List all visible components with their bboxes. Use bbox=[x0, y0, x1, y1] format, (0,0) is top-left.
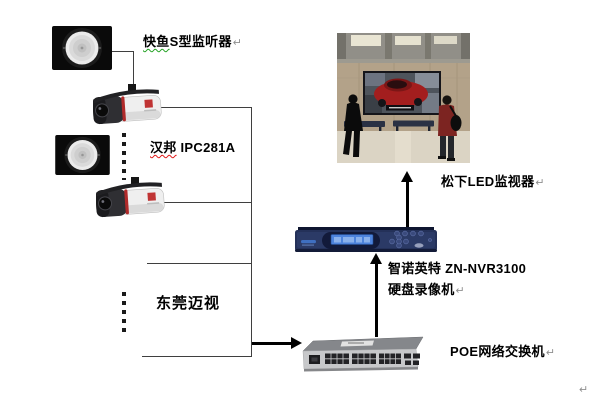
label-switch-text: POE网络交换机 bbox=[450, 344, 545, 359]
network-switch-icon bbox=[302, 336, 424, 372]
stray-return-mark: ↵ bbox=[578, 382, 589, 397]
return-mark: ↵ bbox=[232, 37, 243, 49]
bullet-camera-icon bbox=[95, 177, 165, 218]
label-camera-model: IPC281A bbox=[176, 140, 236, 155]
label-camera-brand: 汉邦 bbox=[150, 140, 177, 155]
bullet-camera-icon bbox=[92, 84, 162, 125]
arrow-head-right-icon bbox=[291, 337, 302, 349]
switch-photo bbox=[298, 336, 425, 377]
label-nvr-line2: 硬盘录像机 bbox=[388, 282, 455, 297]
connector-bus-vertical bbox=[251, 107, 252, 357]
listener-photo-middle bbox=[55, 135, 110, 180]
return-mark: ↵ bbox=[545, 347, 556, 359]
return-mark: ↵ bbox=[455, 285, 466, 297]
camera-photo-2 bbox=[95, 177, 168, 226]
label-listener-model: S型监听器 bbox=[169, 34, 232, 49]
label-monitor: 松下LED监视器↵ bbox=[441, 174, 545, 190]
nvr-recorder-icon bbox=[295, 227, 437, 252]
connector-listener-vertical bbox=[133, 51, 134, 87]
arrow-head-up-icon bbox=[370, 253, 382, 264]
ellipsis-dots-top bbox=[122, 133, 126, 180]
nvr-photo bbox=[295, 227, 437, 259]
label-more-cameras: 东莞迈视 bbox=[156, 295, 220, 312]
led-video-wall-icon bbox=[337, 33, 470, 163]
label-camera: 汉邦 IPC281A bbox=[150, 140, 236, 156]
arrow-head-up-icon bbox=[401, 171, 413, 182]
label-nvr-line1: 智诺英特 ZN-NVR3100 bbox=[388, 261, 527, 276]
listener-photo-top bbox=[52, 26, 112, 75]
arrow-shaft bbox=[375, 263, 378, 337]
label-more-text: 东莞迈视 bbox=[156, 295, 221, 312]
camera-photo-1 bbox=[92, 84, 165, 133]
connector-stub-bottom bbox=[142, 356, 251, 357]
label-listener-brand: 快鱼 bbox=[143, 34, 170, 49]
label-listener: 快鱼S型监听器↵ bbox=[143, 34, 243, 50]
connector-stub-middle bbox=[147, 263, 251, 264]
label-monitor-text: 松下LED监视器 bbox=[441, 174, 535, 189]
connector-camera2-to-bus bbox=[162, 202, 251, 203]
return-mark: ↵ bbox=[535, 177, 545, 189]
label-switch: POE网络交换机↵ bbox=[450, 344, 556, 360]
label-nvr: 智诺英特 ZN-NVR3100 硬盘录像机↵ bbox=[388, 258, 526, 302]
arrow-shaft bbox=[406, 181, 409, 227]
return-mark: ↵ bbox=[579, 384, 589, 396]
ellipsis-dots-bottom bbox=[122, 292, 126, 334]
ceiling-listener-icon bbox=[52, 26, 112, 70]
arrow-shaft bbox=[252, 342, 292, 345]
monitor-lobby-photo bbox=[337, 33, 470, 168]
connector-listener-horizontal bbox=[111, 51, 134, 52]
connector-camera1-to-bus bbox=[159, 107, 251, 108]
ceiling-listener-icon bbox=[55, 135, 110, 175]
